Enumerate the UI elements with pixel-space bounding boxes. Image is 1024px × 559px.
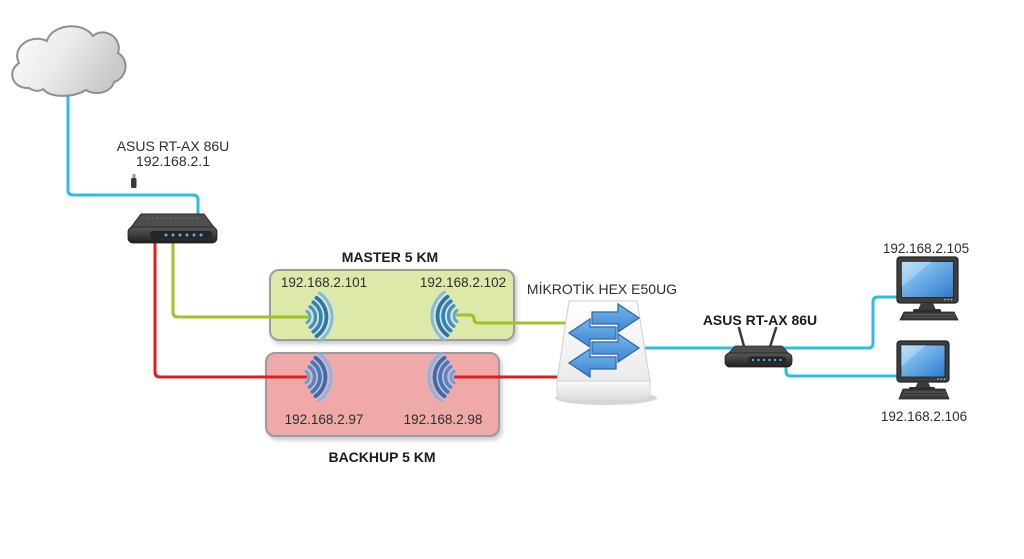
wifi-arc — [307, 365, 317, 389]
wifi-arc — [446, 304, 456, 328]
backup-line-left — [153, 240, 307, 379]
wifi-arc — [305, 309, 312, 325]
desktop-pc-icon — [896, 340, 950, 400]
usb-dongle-icon — [131, 174, 137, 188]
wifi-signal-icon — [427, 351, 456, 403]
wifi-arc — [443, 365, 453, 389]
desktop-pc-icon — [896, 256, 959, 321]
wifi-arc — [438, 360, 450, 394]
master-line-left — [171, 240, 308, 319]
wifi-arc — [308, 305, 318, 329]
wifi-arc — [317, 351, 333, 403]
wifi-arc — [427, 351, 443, 403]
master-line-right — [456, 313, 568, 325]
pc-bottom-ip: 192.168.2.106 — [880, 409, 968, 424]
pc-top-ip: 192.168.2.105 — [882, 241, 970, 256]
wifi-arc — [314, 295, 329, 339]
wifi-signal-icon — [304, 351, 333, 403]
backup-left-ip: 192.168.2.97 — [284, 412, 364, 427]
router-main-label: ASUS RT-AX 86U 192.168.2.1 — [103, 139, 243, 169]
wireless-router-icon — [724, 326, 793, 368]
router-icon — [127, 213, 218, 244]
arrow-left-icon — [567, 347, 617, 379]
wifi-arc — [435, 294, 450, 338]
router-main-model: ASUS RT-AX 86U — [116, 138, 230, 154]
switch-label: MİKROTİK HEX E50UG — [526, 281, 678, 297]
arrow-right-icon — [591, 332, 641, 364]
router-remote-label: ASUS RT-AX 86U — [702, 312, 818, 328]
backup-link-box — [265, 352, 500, 437]
master-right-ip: 192.168.2.102 — [419, 275, 507, 290]
cloud-icon — [11, 25, 127, 97]
wifi-arc — [441, 299, 453, 333]
wifi-arc — [432, 355, 447, 399]
backup-link-title: BACKHUP 5 KM — [328, 449, 436, 465]
master-link-box — [269, 269, 515, 341]
wifi-arc — [430, 290, 446, 342]
wifi-arc — [304, 369, 311, 385]
wifi-arc — [311, 300, 323, 334]
wifi-arc — [313, 355, 328, 399]
wifi-arc — [452, 308, 459, 324]
wan-line-cloud-to-router — [66, 86, 200, 216]
router-main-ip: 192.168.2.1 — [136, 153, 210, 169]
wifi-signal-icon — [305, 291, 334, 343]
wifi-arc — [310, 360, 322, 394]
lan-line-router-to-pc-bottom — [784, 352, 897, 378]
backup-right-ip: 192.168.2.98 — [403, 412, 483, 427]
wifi-arc — [449, 369, 456, 385]
arrow-right-icon — [591, 302, 641, 334]
lan-line-switch-to-pc-top — [644, 295, 897, 350]
arrow-left-icon — [567, 317, 617, 349]
switch-icon — [555, 300, 657, 405]
wifi-signal-icon — [430, 290, 459, 342]
wifi-arc — [318, 291, 334, 343]
master-left-ip: 192.168.2.101 — [280, 275, 368, 290]
master-link-title: MASTER 5 KM — [341, 249, 439, 265]
